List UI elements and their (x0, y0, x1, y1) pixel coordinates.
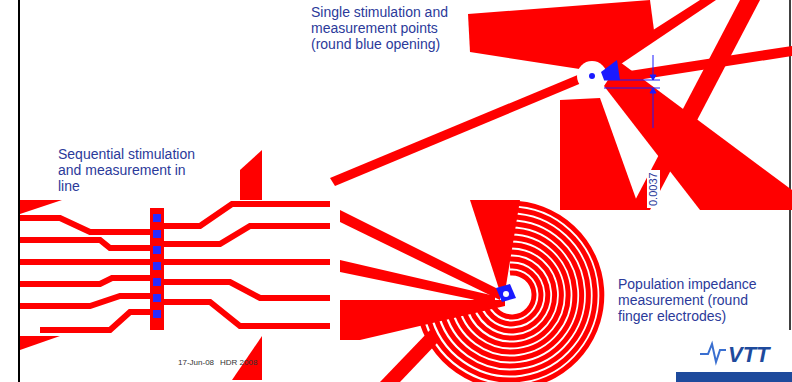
footer-date: 17-Jun-08 (178, 358, 214, 367)
caption-text: Single stimulation and measurement point… (311, 4, 461, 52)
caption-text: Sequential stimulation and measurement i… (58, 146, 198, 194)
footer-event: HDR 2008 (220, 358, 257, 367)
dimension-value: 0.0037 (647, 170, 660, 208)
logo-text: VTT (728, 342, 770, 367)
caption-text: Population impedance measurement (round … (618, 276, 768, 324)
